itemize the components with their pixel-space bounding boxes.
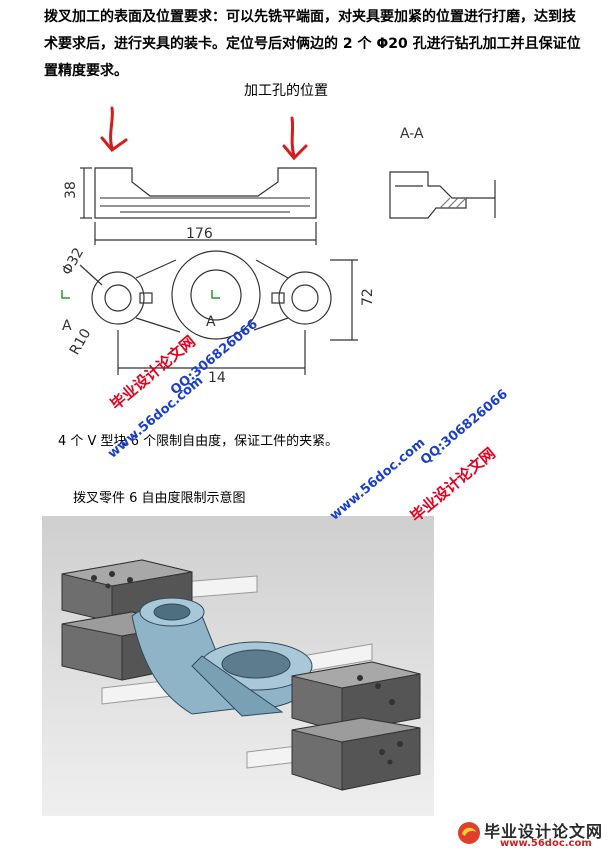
center-boss [171, 250, 261, 340]
figure-title: 加工孔的位置 [244, 83, 328, 99]
dim-72: 72 [360, 288, 376, 306]
dim-height: 38 [63, 181, 79, 199]
dim-width: 176 [186, 226, 213, 242]
center-hole [190, 269, 242, 321]
watermark-url-2: www.56doc.com [327, 435, 429, 524]
dim-dia: Φ32 [59, 245, 87, 278]
front-view-outline [94, 167, 317, 219]
left-clamp-arrow-icon [109, 106, 114, 150]
section-mark-center: A [206, 314, 216, 330]
right-hole [291, 284, 319, 312]
constraints-caption: 4 个 V 型块 6 个限制自由度，保证工件的夹紧。 [58, 434, 339, 449]
left-boss [91, 271, 145, 325]
right-clamp-arrow-icon [290, 116, 296, 158]
figure-caption: 拨叉零件 6 自由度限制示意图 [73, 491, 246, 506]
engineering-drawing: A-A 38 176 Φ32 R10 72 14 A A [59, 106, 496, 386]
body-paragraph: 拨叉加工的表面及位置要求：可以先铣平端面，对夹具要加紧的位置进行打磨，达到技术要… [44, 9, 581, 79]
footer-logo: 毕业设计论文网 www.56doc.com [456, 818, 606, 852]
section-mark-left: A [62, 318, 72, 334]
footer-logo-text: 毕业设计论文网 [484, 822, 604, 841]
logo-swirl-icon [458, 822, 480, 844]
dim-bottom: 14 [208, 370, 226, 386]
right-boss [278, 271, 332, 325]
fixture-3d-render [42, 516, 434, 816]
footer-logo-url: www.56doc.com [500, 838, 592, 849]
watermark-qq-2: QQ:306826066 [417, 386, 511, 469]
section-view-outline [389, 171, 467, 219]
left-hole [104, 284, 132, 312]
watermark-text-2: 毕业设计论文网 [406, 444, 499, 526]
section-label: A-A [400, 126, 424, 142]
